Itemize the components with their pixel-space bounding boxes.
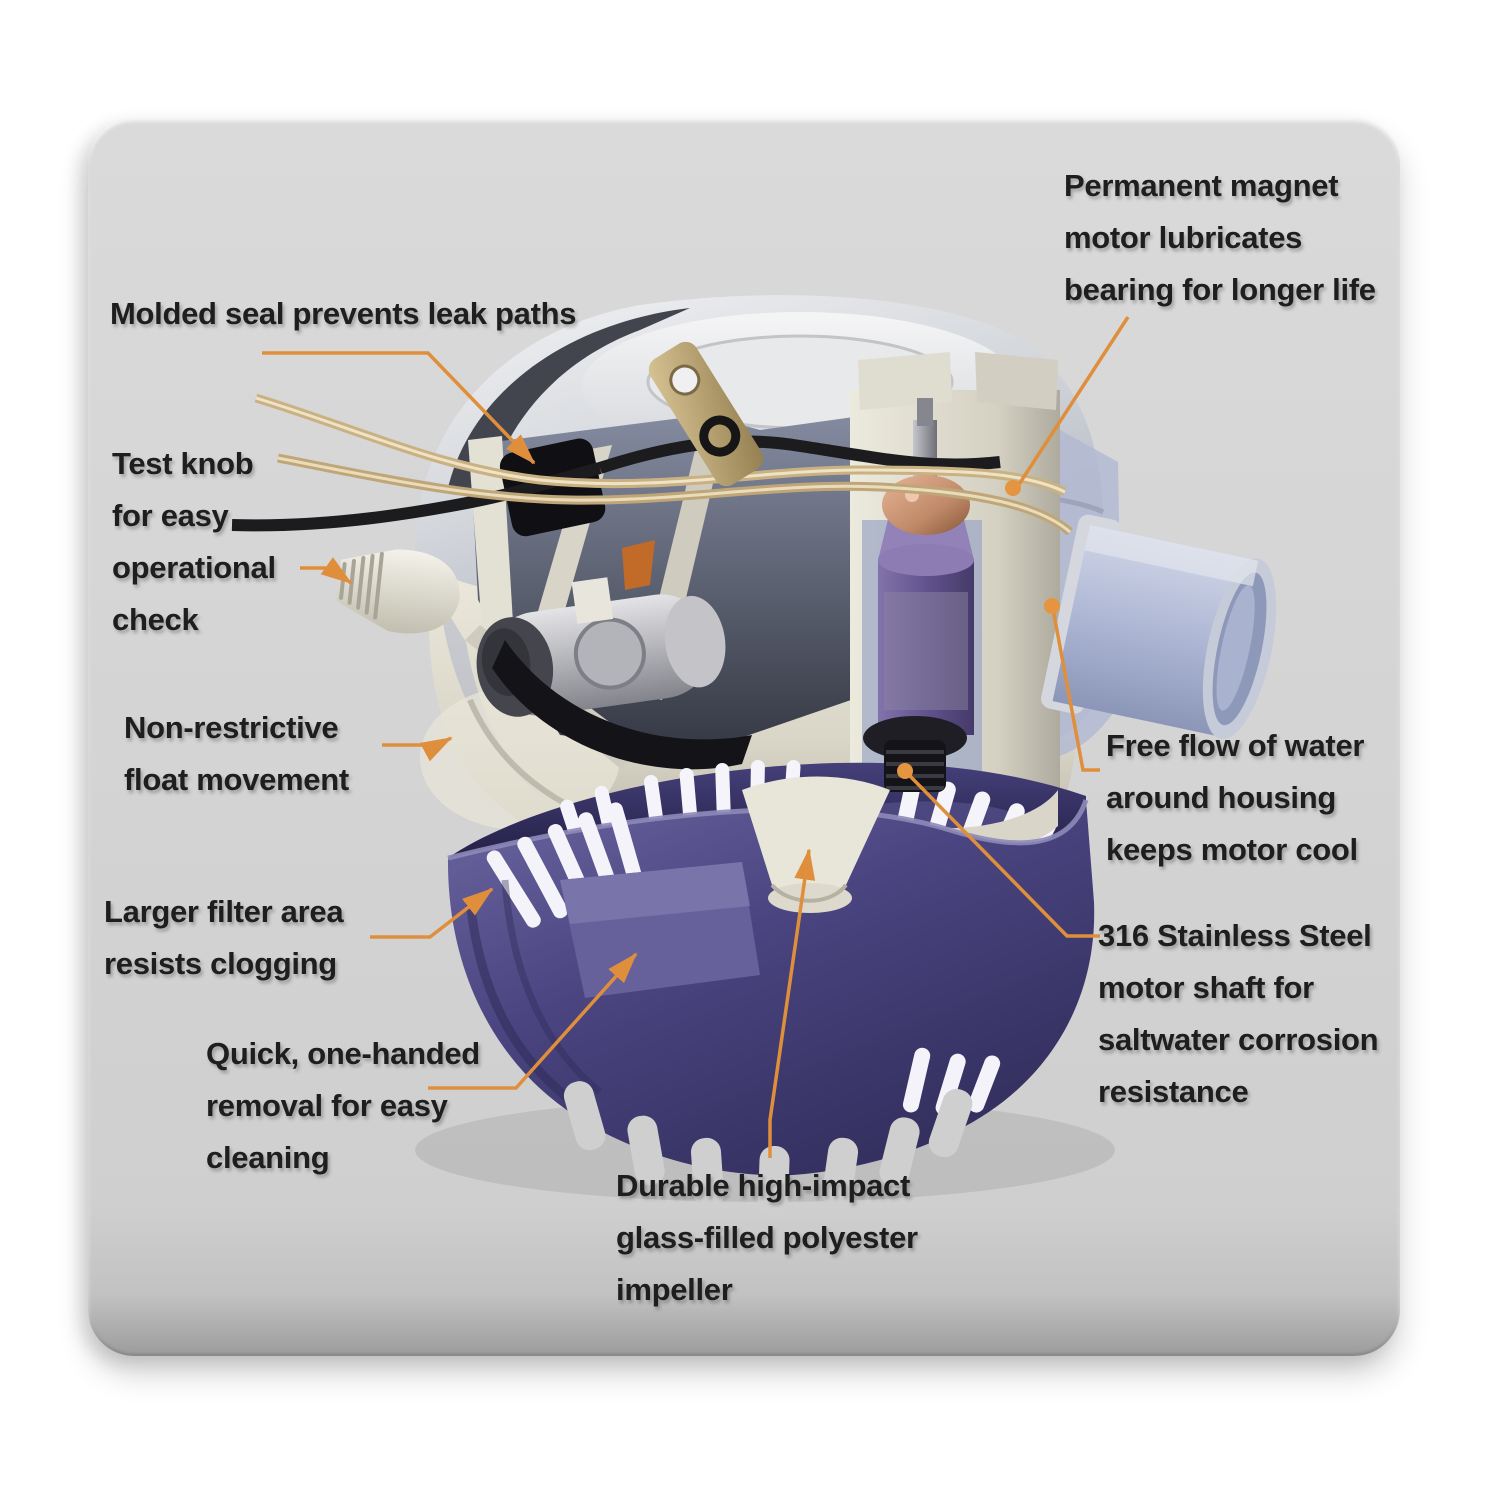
label-stainless-shaft: 316 Stainless Steel motor shaft for salt… xyxy=(1098,910,1379,1118)
label-line: operational xyxy=(112,550,276,585)
discharge-tube xyxy=(1041,514,1277,740)
label-impeller: Durable high-impact glass-filled polyest… xyxy=(616,1160,918,1316)
leader-quick-removal xyxy=(428,952,638,1090)
label-line: Test knob xyxy=(112,446,254,481)
label-line: Quick, one-handed xyxy=(206,1036,480,1071)
terminal-plate xyxy=(648,341,764,487)
leader-stainless-shaft xyxy=(906,772,1100,938)
label-float-movement: Non-restrictive float movement xyxy=(124,702,349,806)
dot-free-flow xyxy=(1044,598,1060,614)
label-line: resists clogging xyxy=(104,946,337,981)
leader-filter-area xyxy=(370,887,494,939)
label-line: around housing xyxy=(1106,780,1336,815)
leader-molded-seal xyxy=(262,351,536,465)
leader-dots xyxy=(897,480,1060,779)
label-line: Permanent magnet xyxy=(1064,168,1339,203)
label-test-knob: Test knob for easy operational check xyxy=(112,438,276,646)
copper-contact xyxy=(622,540,655,590)
label-molded-seal: Molded seal prevents leak paths xyxy=(110,288,577,340)
test-knob xyxy=(336,549,460,634)
impeller-funnel xyxy=(742,776,890,913)
label-line: for easy xyxy=(112,498,229,533)
label-line: motor shaft for xyxy=(1098,970,1314,1005)
label-line: Larger filter area xyxy=(104,894,344,929)
label-permanent-magnet: Permanent magnet motor lubricates bearin… xyxy=(1064,160,1376,316)
label-line: resistance xyxy=(1098,1074,1249,1109)
leader-float-movement xyxy=(382,736,453,762)
label-line: impeller xyxy=(616,1272,733,1307)
label-line: removal for easy xyxy=(206,1088,448,1123)
label-line: motor lubricates xyxy=(1064,220,1303,255)
label-line: Durable high-impact xyxy=(616,1168,910,1203)
basket-bottom-scallops xyxy=(563,1081,973,1217)
label-quick-removal: Quick, one-handed removal for easy clean… xyxy=(206,1028,480,1184)
dot-stainless-shaft xyxy=(897,763,913,779)
dot-permanent-magnet xyxy=(1005,480,1021,496)
label-line: saltwater corrosion xyxy=(1098,1022,1379,1057)
label-line: 316 Stainless Steel xyxy=(1098,918,1372,953)
label-line: Free flow of water xyxy=(1106,728,1365,763)
label-filter-area: Larger filter area resists clogging xyxy=(104,886,344,990)
label-line: Molded seal prevents leak paths xyxy=(110,296,577,331)
motor-armature xyxy=(878,398,974,735)
basket-center-block xyxy=(560,862,760,998)
label-line: bearing for longer life xyxy=(1064,272,1376,307)
leader-lines xyxy=(262,316,1130,1158)
label-line: check xyxy=(112,602,199,637)
wiring xyxy=(231,341,1073,536)
label-line: cleaning xyxy=(206,1140,330,1175)
stainless-motor-shaft xyxy=(884,740,946,792)
label-free-flow: Free flow of water around housing keeps … xyxy=(1106,720,1364,876)
leader-impeller xyxy=(768,848,816,1158)
label-line: float movement xyxy=(124,762,349,797)
label-line: glass-filled polyester xyxy=(616,1220,918,1255)
leader-free-flow xyxy=(1051,608,1100,772)
leader-permanent-magnet xyxy=(1014,316,1130,490)
leader-test-knob xyxy=(300,557,353,585)
label-line: keeps motor cool xyxy=(1106,832,1358,867)
label-line: Non-restrictive xyxy=(124,710,339,745)
